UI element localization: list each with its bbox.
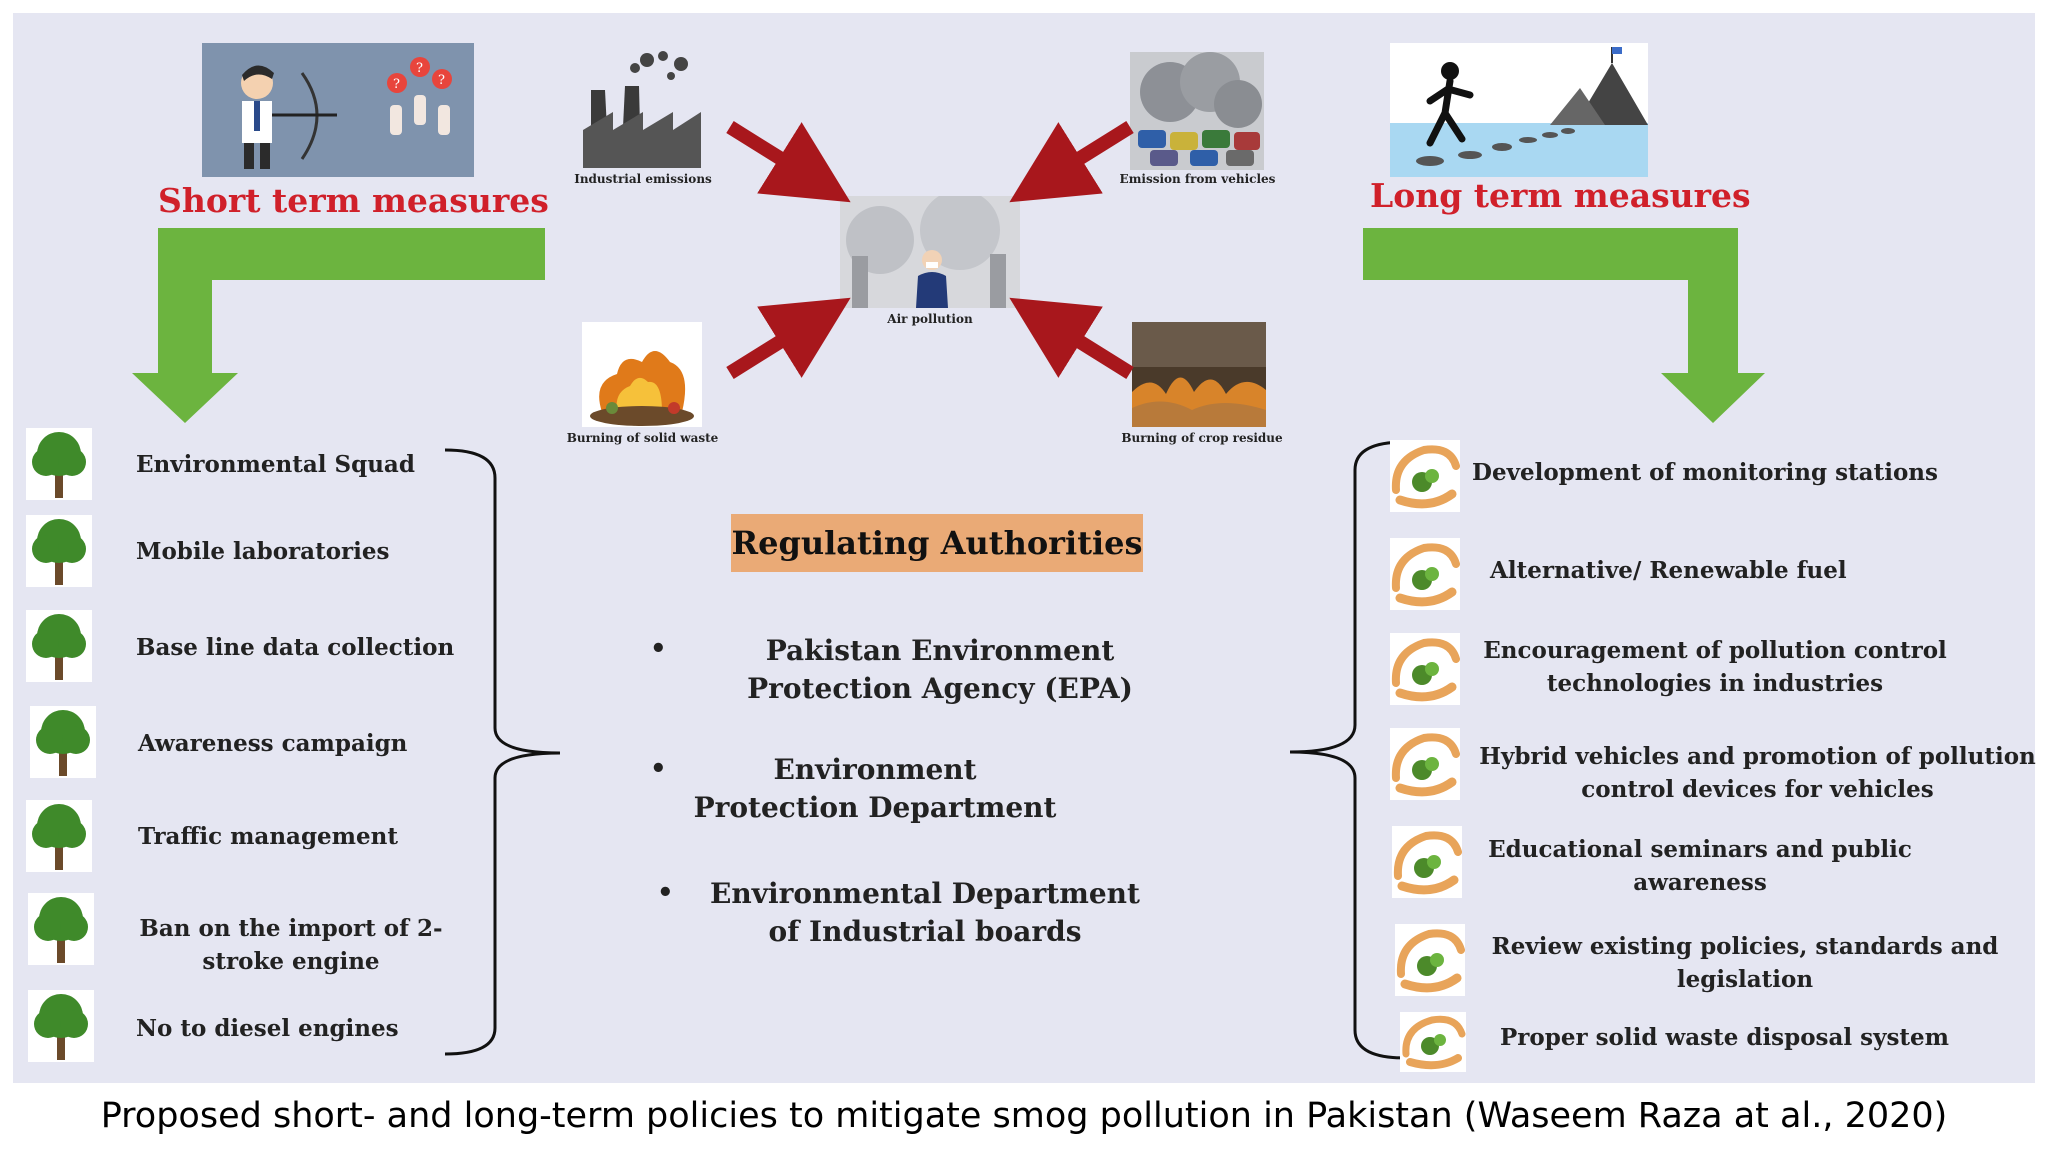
bullet-dot: • xyxy=(657,878,674,908)
tree-icon xyxy=(26,428,92,500)
short-term-item: Awareness campaign xyxy=(138,730,408,757)
archer-illustration: ? ? ? xyxy=(202,43,474,177)
vehicle-emissions-icon xyxy=(1130,52,1264,170)
svg-text:?: ? xyxy=(393,77,400,92)
long-term-item: Encouragement of pollution control techn… xyxy=(1483,637,1947,697)
short-term-item: Environmental Squad xyxy=(136,451,415,478)
authority-item: Environment Protection Department xyxy=(693,753,1057,824)
short-term-item: Ban on the import of 2-stroke engine xyxy=(139,915,443,975)
hand-plant-icon xyxy=(1390,728,1460,800)
arrow-solid-waste xyxy=(726,297,851,379)
long-term-item: Development of monitoring stations xyxy=(1472,459,1938,486)
air-pollution-label: Air pollution xyxy=(887,312,973,326)
tree-icon xyxy=(30,706,96,778)
regulating-authorities-title: Regulating Authorities xyxy=(731,514,1143,572)
red-arrows xyxy=(726,121,1134,379)
short-term-item: Mobile laboratories xyxy=(136,538,390,565)
tree-icon xyxy=(26,800,92,872)
bullet-dot: • xyxy=(650,754,667,784)
long-term-item: Educational seminars and public awarenes… xyxy=(1488,836,1912,896)
short-term-heading: Short term measures xyxy=(158,181,549,220)
solid-waste-burning-label: Burning of solid waste xyxy=(566,431,719,445)
hand-plant-icon xyxy=(1395,924,1465,996)
tree-icon xyxy=(28,990,94,1062)
solid-waste-burning-icon xyxy=(582,322,702,427)
tree-icon xyxy=(26,610,92,682)
hand-plant-icon xyxy=(1400,1012,1466,1072)
short-term-item: Base line data collection xyxy=(136,634,455,661)
figure-caption: Proposed short- and long-term policies t… xyxy=(100,1096,1948,1136)
svg-text:?: ? xyxy=(416,61,423,76)
svg-text:?: ? xyxy=(438,73,445,88)
short-term-item: Traffic management xyxy=(138,823,398,850)
tree-icon xyxy=(28,893,94,965)
runner-illustration xyxy=(1390,43,1648,177)
long-term-item: Review existing policies, standards and … xyxy=(1491,933,1999,993)
crop-residue-burning-label: Burning of crop residue xyxy=(1121,431,1283,445)
short-term-item: No to diesel engines xyxy=(136,1015,399,1042)
long-term-heading: Long term measures xyxy=(1370,176,1751,215)
right-brace xyxy=(1289,440,1406,1060)
vehicle-emissions-label: Emission from vehicles xyxy=(1119,172,1276,186)
industrial-emissions-icon xyxy=(583,51,701,168)
authority-item: Pakistan Environment Protection Agency (… xyxy=(747,634,1133,705)
hand-plant-icon xyxy=(1390,633,1460,705)
crop-residue-burning-icon xyxy=(1132,322,1266,427)
arrow-vehicles xyxy=(1009,121,1134,203)
bullet-dot: • xyxy=(650,634,667,664)
long-term-item: Proper solid waste disposal system xyxy=(1500,1024,1950,1051)
tree-icon xyxy=(26,515,92,587)
left-brace xyxy=(444,448,561,1056)
long-term-item: Hybrid vehicles and promotion of polluti… xyxy=(1479,743,2036,803)
arrow-industrial xyxy=(726,121,851,203)
long-term-green-arrow xyxy=(1363,228,1765,423)
long-term-item: Alternative/ Renewable fuel xyxy=(1490,557,1847,584)
short-term-green-arrow xyxy=(132,228,545,423)
industrial-emissions-label: Industrial emissions xyxy=(574,172,712,186)
air-pollution-icon xyxy=(840,196,1020,308)
hand-plant-icon xyxy=(1390,440,1460,512)
hand-plant-icon xyxy=(1392,826,1462,898)
hand-plant-icon xyxy=(1390,538,1460,610)
arrow-crop-residue xyxy=(1009,297,1134,379)
authority-item: Environmental Department of Industrial b… xyxy=(710,877,1140,948)
